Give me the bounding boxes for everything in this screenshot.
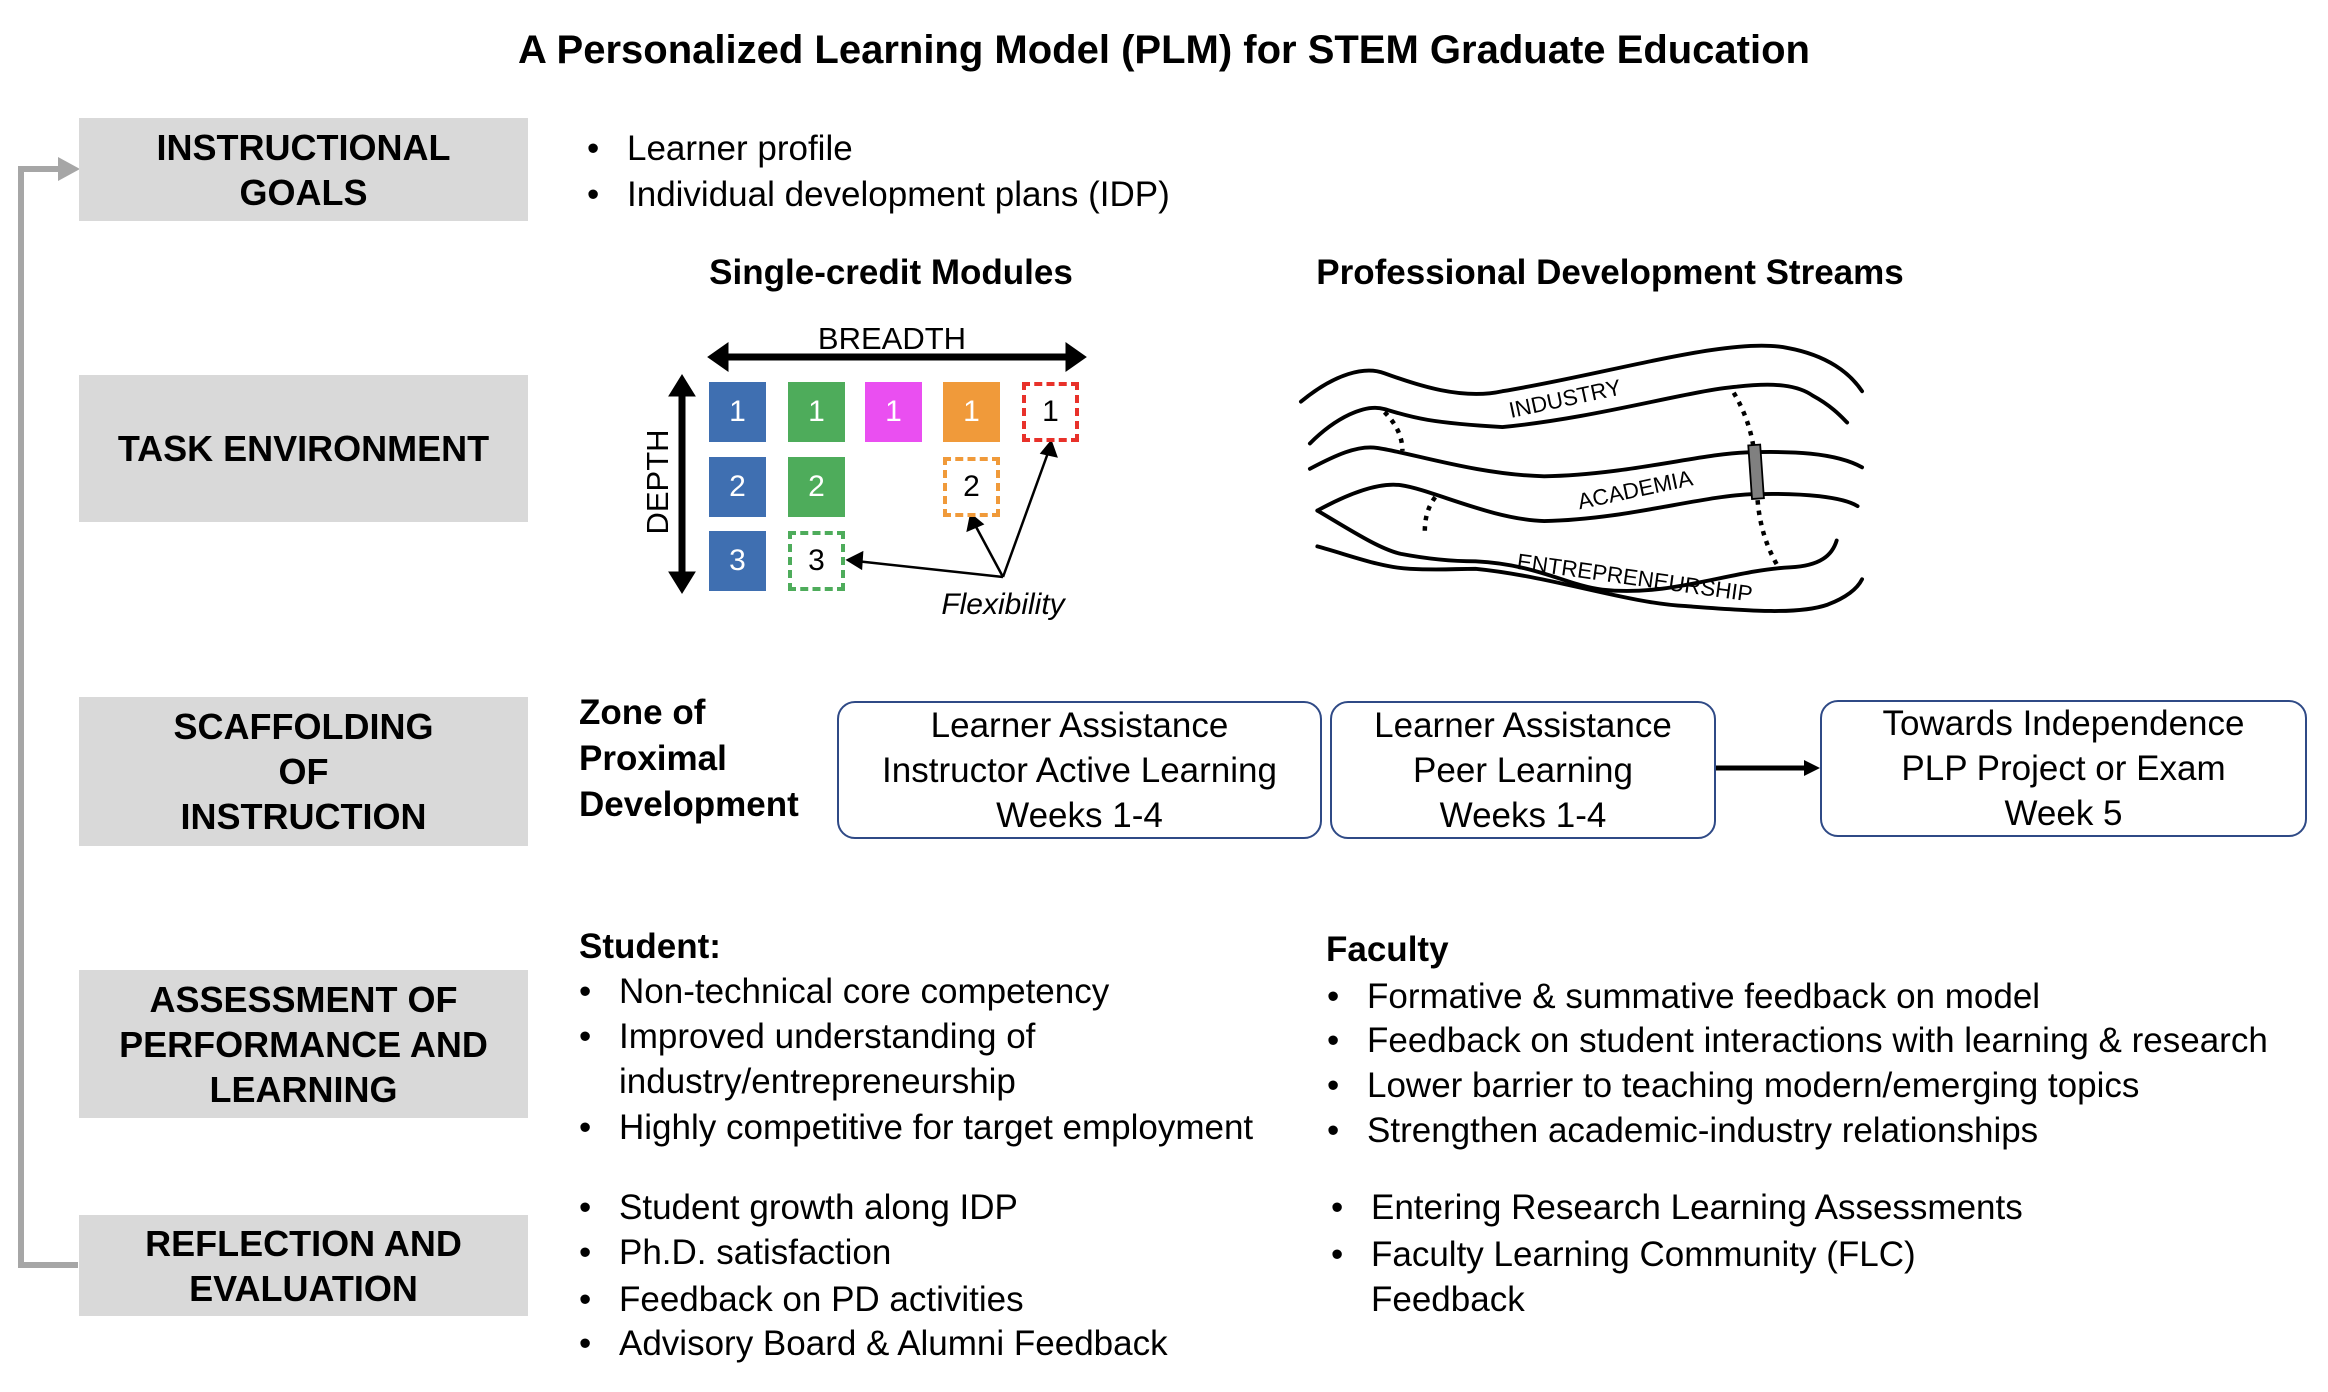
faculty-assessment-item: Strengthen academic-industry relationshi… (1327, 1111, 2038, 1151)
streams-heading: Professional Development Streams (1316, 253, 1904, 292)
box-line: PLP Project or Exam (1901, 749, 2226, 788)
box-line: Peer Learning (1413, 750, 1633, 790)
box-line: Week 5 (2004, 794, 2123, 833)
bridge-bar (1747, 443, 1765, 500)
student-assessment-item: Highly competitive for target employment (579, 1108, 1253, 1148)
student-reflection-item: Student growth along IDP (579, 1188, 1018, 1228)
goal-item: Learner profile (587, 129, 853, 169)
stream-label-industry: INDUSTRY (1507, 375, 1624, 423)
stage-task-environment: TASK ENVIRONMENT (79, 375, 528, 522)
box-line: Instructor Active Learning (882, 750, 1277, 790)
box-line: Learner Assistance (930, 705, 1229, 745)
stage-label-line: TASK ENVIRONMENT (117, 428, 490, 469)
stage-label-line: OF (278, 751, 329, 792)
faculty-assessment-item: Formative & summative feedback on model (1327, 977, 2040, 1017)
scaffold-box-instructor: Learner Assistance Instructor Active Lea… (837, 701, 1322, 839)
stage-label-line: GOALS (239, 171, 368, 213)
module-block: 2 (788, 457, 845, 517)
arrow-head-icon (58, 157, 80, 181)
optional-module: 1 (1022, 382, 1079, 442)
dotted-connector (1382, 410, 1405, 451)
faculty-heading: Faculty (1326, 930, 1449, 969)
stage-label-line: INSTRUCTION (180, 796, 427, 837)
zone-label-line: Zone of (579, 693, 706, 732)
student-reflection-item: Feedback on PD activities (579, 1280, 1024, 1320)
stream-line (1315, 508, 1839, 593)
flexibility-label: Flexibility (941, 588, 1065, 621)
zone-label-line: Proximal (579, 739, 727, 778)
box-line: Weeks 1-4 (1439, 795, 1607, 835)
progression-arrow (1716, 760, 1820, 776)
student-assessment-item: Non-technical core competency (579, 972, 1109, 1012)
stream-line (1315, 544, 1864, 613)
stage-label-line: ASSESSMENT OF (149, 978, 458, 1020)
stage-label-line: REFLECTION AND (145, 1222, 462, 1264)
stream-line (1307, 382, 1850, 446)
stage-label-line: INSTRUCTIONAL (156, 126, 451, 168)
stream-line (1307, 445, 1864, 479)
box-line: Learner Assistance (1374, 705, 1672, 745)
stage-label-line: PERFORMANCE AND (119, 1023, 488, 1065)
depth-label: DEPTH (640, 429, 675, 535)
module-block: 1 (943, 382, 1000, 442)
optional-module: 2 (943, 457, 1000, 517)
stage-label-line: EVALUATION (189, 1267, 418, 1309)
scaffold-box-peer: Learner Assistance Peer Learning Weeks 1… (1330, 701, 1716, 839)
page-title: A Personalized Learning Model (PLM) for … (518, 28, 1810, 72)
stage-label-line: SCAFFOLDING (173, 706, 434, 747)
module-block: 1 (709, 382, 766, 442)
modules-heading: Single-credit Modules (709, 253, 1073, 292)
faculty-assessment-item: Feedback on student interactions with le… (1327, 1021, 2268, 1061)
goal-item: Individual development plans (IDP) (587, 175, 1170, 215)
faculty-assessment-item: Lower barrier to teaching modern/emergin… (1327, 1066, 2139, 1106)
box-line: Weeks 1-4 (996, 795, 1163, 835)
dotted-connector (1755, 499, 1781, 569)
stream-line (1315, 482, 1860, 523)
faculty-reflection-item: Entering Research Learning Assessments (1331, 1188, 2023, 1228)
breadth-label: BREADTH (817, 321, 967, 356)
box-line: Towards Independence (1882, 704, 2245, 743)
module-block: 3 (709, 531, 766, 591)
scaffold-box-independence: Towards Independence PLP Project or Exam… (1820, 700, 2307, 837)
student-assessment-item-continued: industry/entrepreneurship (619, 1062, 1016, 1101)
dotted-connector (1731, 391, 1756, 446)
stage-label-line: LEARNING (209, 1068, 398, 1110)
stream-line (1299, 343, 1864, 404)
zone-label-line: Development (579, 785, 799, 824)
optional-module: 3 (788, 531, 845, 591)
module-block: 1 (788, 382, 845, 442)
dotted-connector (1422, 495, 1438, 532)
student-assessment-item: Improved understanding of (579, 1017, 1035, 1057)
student-reflection-item: Ph.D. satisfaction (579, 1233, 891, 1273)
streams-diagram: INDUSTRY ACADEMIA ENTREPRENEURSHIP (1299, 343, 1864, 613)
student-reflection-item: Advisory Board & Alumni Feedback (579, 1324, 1168, 1364)
module-block: 2 (709, 457, 766, 517)
module-block: 1 (865, 382, 922, 442)
faculty-reflection-item-continued: Feedback (1371, 1280, 1525, 1319)
student-heading: Student: (579, 927, 721, 966)
faculty-reflection-item: Faculty Learning Community (FLC) (1331, 1235, 1916, 1275)
